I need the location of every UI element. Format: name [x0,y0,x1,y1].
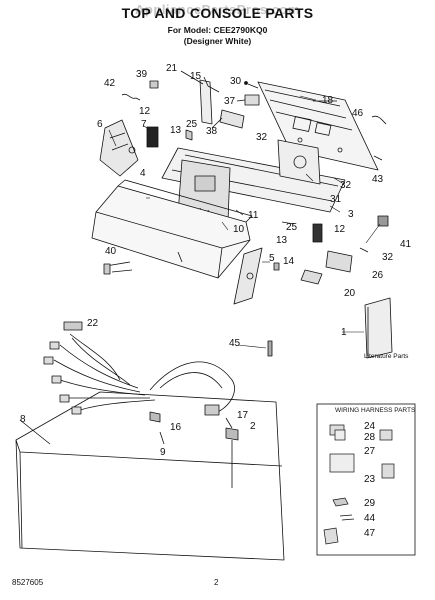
literature-parts-1 [364,297,393,359]
callout-43: 43 [372,174,384,185]
callout-32a: 32 [256,132,268,143]
document-number: 8527605 [12,578,44,587]
callout-31: 31 [330,194,342,205]
callout-24: 24 [364,421,376,432]
switch-37 [236,94,260,106]
callout-25b: 25 [286,222,298,233]
bracket-38 [211,109,245,129]
screw-15 [203,76,220,93]
callout-23: 23 [364,474,376,485]
callout-1: 1 [341,327,347,338]
page-title: TOP AND CONSOLE PARTS [121,5,314,21]
watermark: AppliancePartsPros.com [135,2,300,17]
part-45 [267,340,273,357]
screw-14 [273,262,280,271]
callout-12b: 12 [334,224,346,235]
console-shell-4 [91,179,253,279]
bracket-21 [180,70,213,125]
knob-41 [377,215,389,227]
callout-14: 14 [283,256,295,267]
callout-44: 44 [364,513,376,524]
callout-17: 17 [237,410,249,421]
label-12b [312,223,323,243]
clip-25a [185,129,193,141]
callout-21: 21 [166,63,178,74]
callout-37: 37 [224,96,236,107]
clip-2 [225,427,239,488]
callout-45: 45 [229,338,241,349]
callout-6: 6 [97,119,103,130]
label-7 [146,126,159,148]
bracket-26 [325,250,353,273]
callout-32c: 32 [382,252,394,263]
callout-32b: 32 [340,180,352,191]
callout-10: 10 [233,224,245,235]
screw-13b [281,221,295,225]
callout-13a: 13 [170,125,182,136]
callout-30: 30 [230,76,242,87]
end-cap-5 [233,247,263,305]
harness-box-title: WIRING HARNESS PARTS [335,407,416,414]
callout-20: 20 [344,288,356,299]
screw-32c [359,247,369,253]
clip-39 [149,80,159,89]
bracket-31 [277,139,321,185]
callout-29: 29 [364,498,376,509]
harness-40 [103,261,133,275]
callout-22: 22 [87,318,99,329]
literature-parts-label: Literature Parts [364,353,409,360]
callout-15: 15 [190,71,202,82]
screw-17 [225,417,233,429]
callout-38: 38 [206,126,218,137]
screw-9 [159,431,165,445]
wire-46 [371,115,387,125]
callout-41: 41 [400,239,412,250]
callout-2: 2 [250,421,256,432]
callout-27: 27 [364,446,376,457]
callout-40: 40 [105,246,117,257]
callout-8: 8 [20,414,26,425]
callout-9: 9 [160,447,166,458]
callout-25a: 25 [186,119,198,130]
callout-47: 47 [364,528,376,539]
top-panel-8 [15,391,285,561]
wire-harness-22 [43,321,235,416]
page-number: 2 [214,578,219,587]
callout-39: 39 [136,69,148,80]
callout-12a: 12 [139,106,151,117]
callout-13b: 13 [276,235,288,246]
callout-5: 5 [269,253,275,264]
callout-11: 11 [248,210,259,221]
screw-43 [373,155,383,161]
pad-20 [300,269,323,285]
clip-16 [149,411,161,423]
callout-46: 46 [352,108,364,119]
callout-7: 7 [141,119,147,130]
wire-42 [121,93,141,101]
callout-labels: 39 42 21 15 30 37 18 46 12 25 38 6 7 13 … [20,63,416,539]
callout-18: 18 [322,95,334,106]
callout-16: 16 [170,422,182,433]
console-back-panel [257,81,379,171]
callout-42: 42 [104,78,116,89]
model-label: For Model: CEE2790KQ0 [167,25,268,35]
callout-28: 28 [364,432,376,443]
end-cap-6 [99,119,139,177]
color-variant-label: (Designer White) [183,36,252,46]
screw-30 [244,81,259,89]
wiring-harness-parts-box [316,403,416,556]
callout-26: 26 [372,270,384,281]
callout-4: 4 [140,168,146,179]
callout-3: 3 [348,209,354,220]
